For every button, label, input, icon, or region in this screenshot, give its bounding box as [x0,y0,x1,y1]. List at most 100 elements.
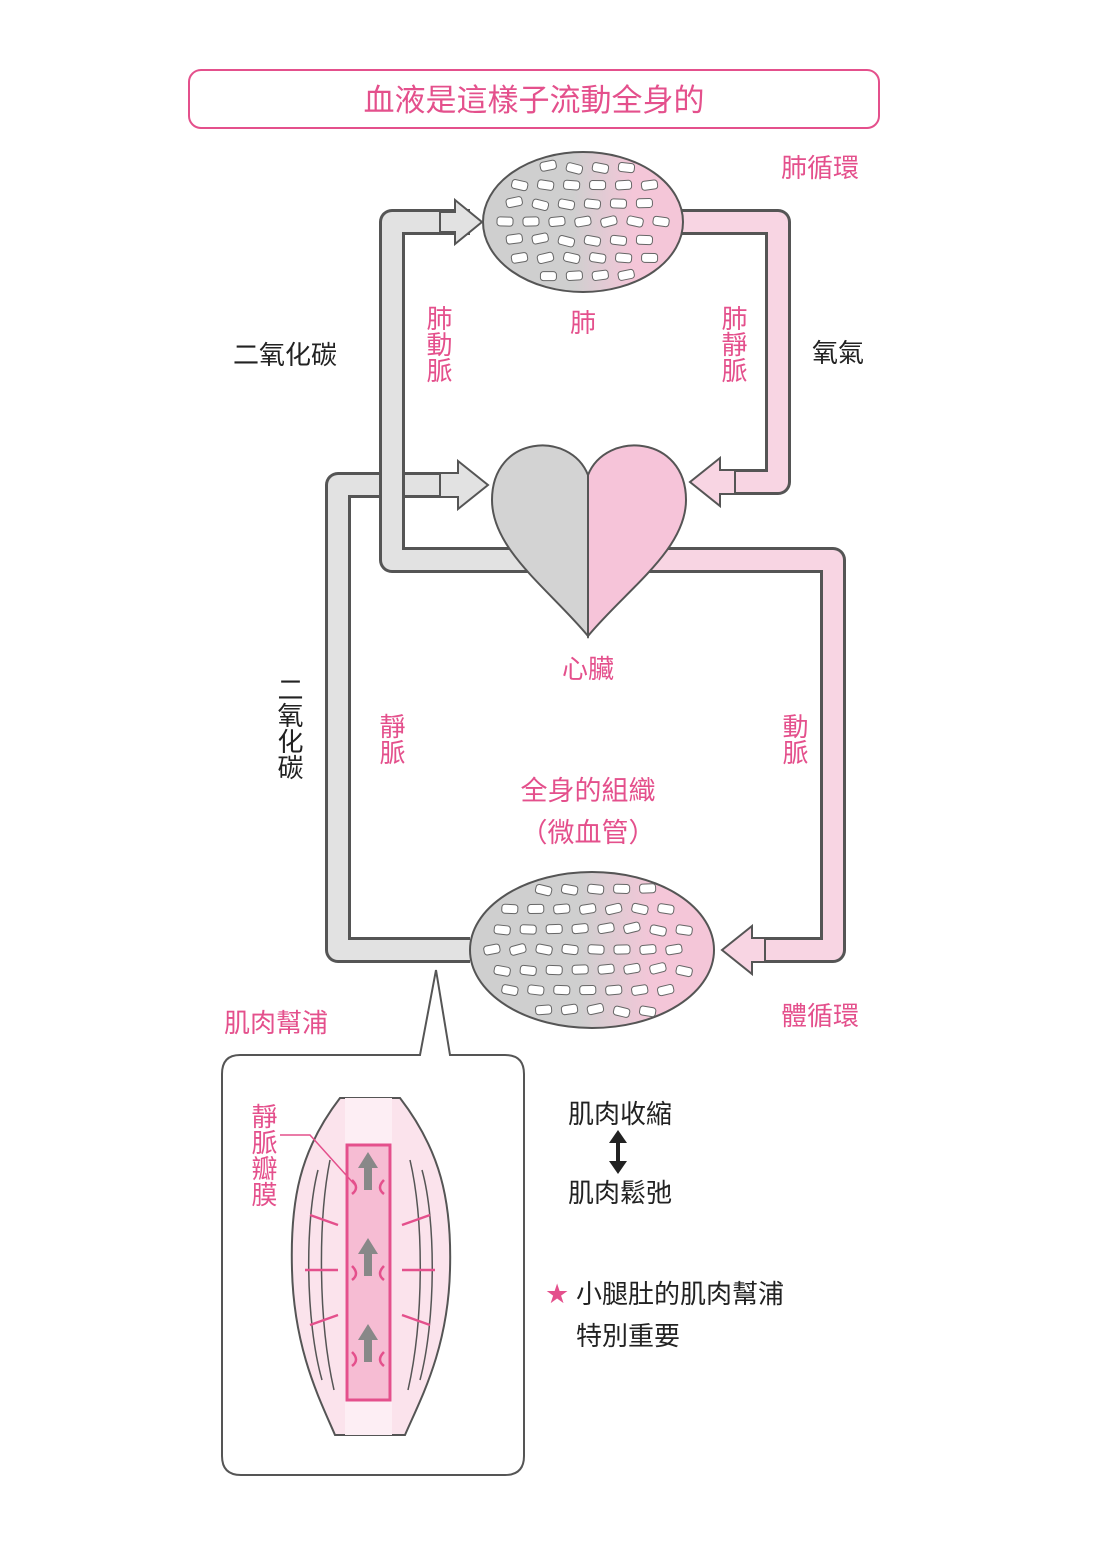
cell-hole [571,964,589,975]
cell-hole [591,269,609,281]
label-capillary: （微血管） [521,818,656,849]
valve-leader-line [280,1134,356,1186]
cell-hole [531,232,549,245]
cell-hole [536,251,555,265]
cell-hole [522,216,540,227]
cell-hole [617,268,635,281]
cell-hole [587,944,605,955]
arrow-into-heart-left [439,458,490,512]
cell-hole [609,234,628,246]
cell-hole [641,252,659,263]
cell-hole [548,215,566,228]
cell-hole [597,922,615,935]
cell-hole [501,903,519,915]
arrow-into-lung [439,197,484,247]
cell-hole [626,215,644,228]
cell-hole [505,196,523,209]
cell-hole [519,924,537,935]
label-muscle-pump: 肌肉幫浦 [224,1009,328,1039]
label-vein: 靜脈 [375,713,405,765]
cell-hole [623,921,641,934]
cell-hole [586,1003,605,1016]
cell-hole [657,903,675,915]
title-box: 血液是這樣子流動全身的 [188,69,880,129]
cell-hole [561,943,579,956]
cell-hole [531,198,550,212]
label-pulmonary-circulation: 肺循環 [781,154,859,184]
cell-hole [631,902,649,916]
cell-hole [639,883,657,894]
cell-hole [565,162,584,175]
cell-hole [536,179,555,191]
cell-hole [635,198,653,209]
cell-hole [545,923,563,935]
cell-hole [631,984,649,996]
cell-hole [649,924,667,937]
cell-hole [535,1004,553,1016]
cell-hole [562,251,581,264]
cell-hole [597,963,615,975]
note-calf-line2: 特別重要 [576,1322,680,1352]
note-muscle-contract: 肌肉收縮 [568,1100,672,1130]
cell-hole [615,252,633,264]
cell-hole [656,983,675,997]
cell-hole [638,1005,657,1018]
heart-illustration [490,444,688,639]
arrow-into-heart-right [688,455,736,509]
cell-hole [574,215,592,228]
cell-hole [557,198,576,211]
cell-hole [635,234,654,246]
cell-hole [675,965,693,978]
cell-hole [613,883,631,894]
label-artery: 動脈 [778,713,808,765]
label-oxygen: 氧氣 [812,339,864,369]
cell-hole [535,943,553,956]
label-pulmonary-vein: 肺靜脈 [717,305,747,383]
cell-hole [614,179,633,191]
cell-hole [613,944,631,955]
label-co2-top: 二氧化碳 [233,341,337,371]
double-arrow-icon [609,1130,627,1174]
cell-hole [589,180,607,191]
cell-hole [553,903,571,915]
cell-hole [527,984,545,996]
cell-hole [591,162,610,174]
page-title: 血液是這樣子流動全身的 [364,83,705,119]
cell-hole [557,235,576,248]
cell-hole [652,215,670,228]
label-heart: 心臟 [562,655,614,685]
muscle-illustration [280,1097,452,1436]
cell-hole [579,984,597,996]
cell-hole [609,198,628,209]
cell-hole [496,216,514,227]
arrow-into-capillaries [720,923,766,977]
cell-hole [509,943,527,956]
cell-hole [483,943,501,956]
oxygenated-pipes [640,209,846,963]
cell-hole [588,252,607,264]
note-calf-line1: 小腿肚的肌肉幫浦 [576,1280,784,1310]
cell-hole [539,159,557,172]
deoxygenated-pipes [325,209,560,963]
cell-hole [527,903,545,915]
label-lung: 肺 [570,309,596,339]
cell-hole [510,252,529,264]
cell-hole [545,964,563,976]
cell-hole [587,883,605,895]
cell-hole [639,944,657,955]
capillary-bed-illustration [469,871,715,1029]
cell-hole [649,962,667,975]
cell-hole [612,1005,631,1018]
cell-hole [565,270,583,282]
cell-hole [563,179,581,191]
cell-hole [560,1003,579,1016]
cell-hole [605,984,623,996]
cell-hole [534,883,553,897]
muscle-pump-inset: 靜脈瓣膜 [221,969,525,1476]
label-venous-valve: 靜脈瓣膜 [247,1103,277,1207]
cell-hole [640,179,659,191]
label-pulmonary-artery: 肺動脈 [422,305,452,383]
cell-hole [665,943,683,956]
note-muscle-relax: 肌肉鬆弛 [568,1179,672,1209]
